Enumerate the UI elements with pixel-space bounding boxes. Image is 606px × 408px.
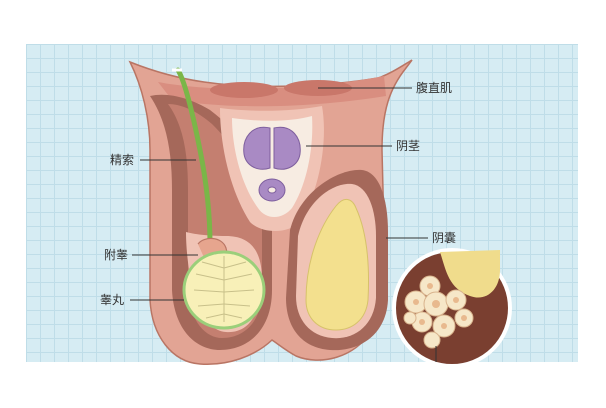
rectus-abdominis-left — [210, 82, 278, 98]
label-spermatic-cord: 精索 — [110, 153, 134, 167]
label-scrotum: 阴囊 — [432, 230, 456, 245]
spermatic-cord — [175, 67, 213, 247]
right-testis — [305, 199, 369, 331]
corpus-cavernosum-right — [273, 126, 301, 170]
label-penis: 阴茎 — [396, 139, 420, 153]
label-rectus-abdominis: 腹直肌 — [416, 81, 452, 95]
testis-veins — [193, 256, 255, 322]
label-epididymis: 附睾 — [104, 247, 128, 262]
corpus-cavernosum-left — [243, 126, 271, 170]
label-testis: 睾丸 — [100, 292, 124, 307]
magnified-detail — [392, 248, 512, 368]
urethra — [267, 186, 277, 194]
